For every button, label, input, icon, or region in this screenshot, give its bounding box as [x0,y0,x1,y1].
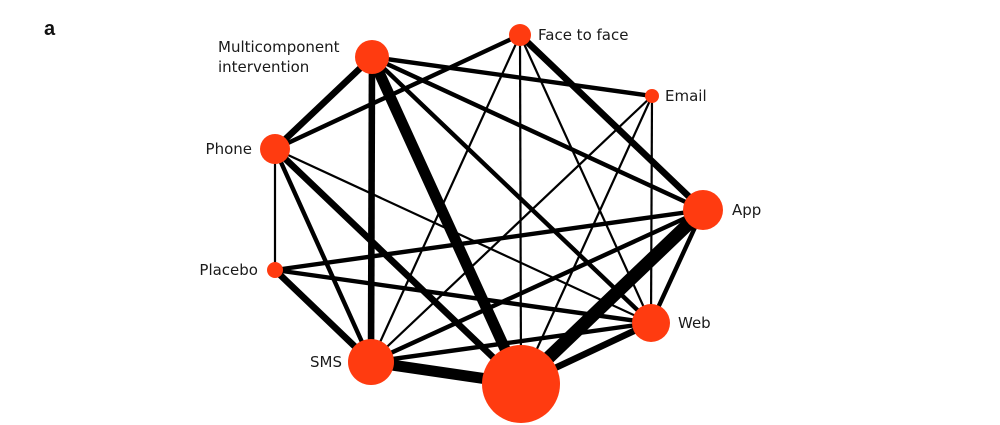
node-multi [355,40,389,74]
edge-multi-phone [272,54,375,152]
node-label-sms: SMS [310,353,342,371]
edge-web-sms [370,320,652,365]
node-phone [260,134,290,164]
edge-app-placebo [274,207,704,273]
node-placebo [267,262,283,278]
node-label-web: Web [678,314,711,332]
node-web [632,304,670,342]
edge-face-app [517,32,706,213]
node-label-face: Face to face [538,26,628,44]
edge-multi-email [371,54,653,99]
edge-app-web [649,209,705,324]
edge-app-sms [370,207,704,365]
edge-face-usual [518,34,523,385]
node-label-placebo: Placebo [199,261,258,279]
edge-app-usual [516,205,708,389]
node-sms [348,339,394,385]
edge-placebo-web [274,267,652,326]
node-face [509,24,531,46]
node-app [683,190,723,230]
node-email [645,89,659,103]
edge-phone-sms [272,148,374,363]
node-label-phone: Phone [206,140,252,158]
node-usual [482,345,560,423]
edge-face-phone [274,33,521,151]
edge-email-web [649,95,654,324]
edge-face-sms [369,34,522,363]
node-group [260,24,723,423]
edge-email-sms [370,95,653,363]
edge-multi-sms [367,56,376,363]
edge-multi-usual [366,54,527,387]
edge-group [272,32,708,390]
node-label-email: Email [665,87,707,105]
node-label-app: App [732,201,761,219]
edge-multi-app [371,55,704,212]
panel-label: a [44,18,56,40]
edge-phone-web [274,148,652,324]
edge-multi-web [370,55,653,325]
